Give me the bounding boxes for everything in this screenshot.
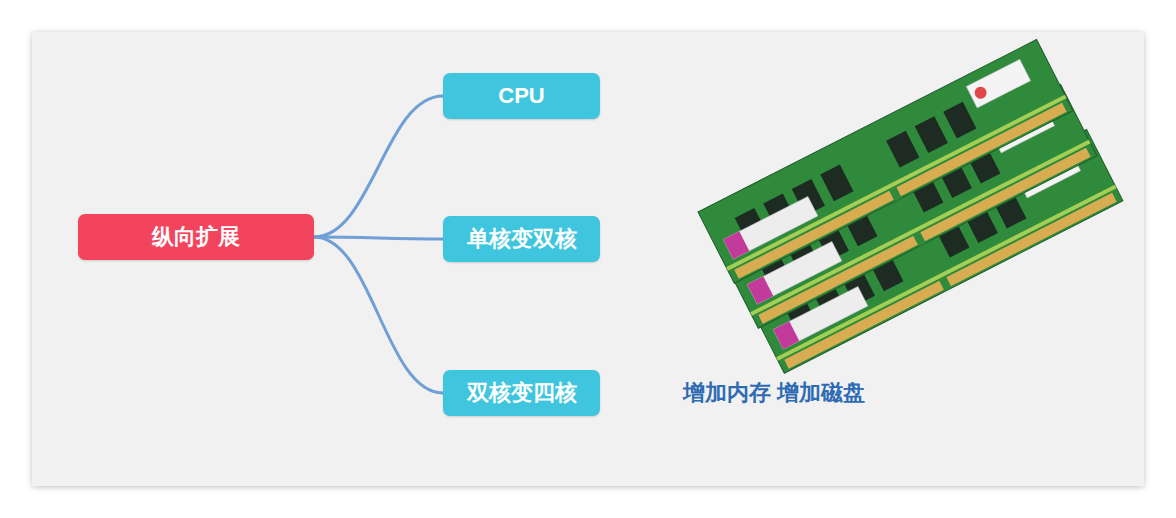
branch-connector bbox=[314, 237, 443, 239]
root-box: 纵向扩展 bbox=[78, 214, 314, 260]
branch-box: CPU bbox=[443, 73, 600, 119]
branch-connector bbox=[314, 96, 443, 237]
branch-connector bbox=[314, 237, 443, 393]
note-label: 增加内存 增加磁盘 bbox=[683, 378, 865, 408]
branch-box: 双核变四核 bbox=[443, 370, 600, 416]
node-label: CPU bbox=[498, 83, 544, 109]
branch-box: 单核变双核 bbox=[443, 216, 600, 262]
node-label: 单核变双核 bbox=[467, 224, 577, 254]
node-label: 双核变四核 bbox=[467, 378, 577, 408]
node-label: 纵向扩展 bbox=[152, 222, 240, 252]
